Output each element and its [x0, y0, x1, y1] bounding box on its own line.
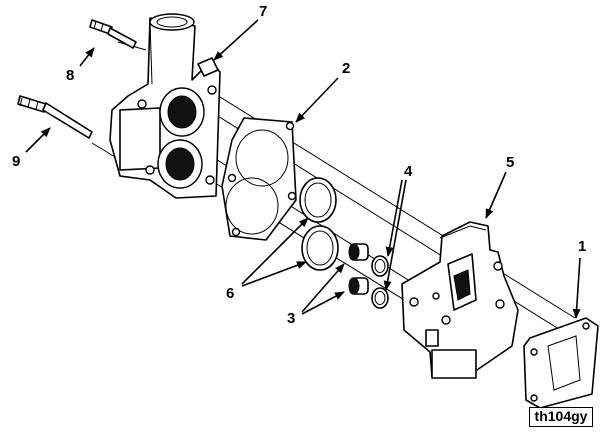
callout-7: 7: [259, 3, 267, 20]
short-capscrew-part-8: [89, 19, 137, 49]
callout-9: 9: [12, 153, 20, 170]
thermostat-housing-part-7: [109, 13, 221, 199]
fittings-part-3: [348, 243, 369, 295]
cover-gasket-part-1: [523, 317, 599, 409]
callout-4: 4: [404, 163, 413, 180]
seal-rings-part-6: [299, 177, 339, 271]
callout-2: 2: [342, 60, 350, 77]
long-capscrew-part-9: [17, 95, 93, 139]
water-inlet-housing-part-5: [401, 221, 519, 379]
callout-5: 5: [506, 154, 514, 171]
callout-8: 8: [66, 67, 74, 84]
callout-6: 6: [226, 285, 234, 302]
reference-code-label: th104gy: [529, 407, 593, 427]
gasket-part-2: [221, 117, 297, 241]
leader-arrows: [25, 19, 581, 319]
o-rings-part-4: [371, 255, 389, 309]
callout-1: 1: [578, 238, 586, 255]
callout-3: 3: [287, 310, 295, 327]
